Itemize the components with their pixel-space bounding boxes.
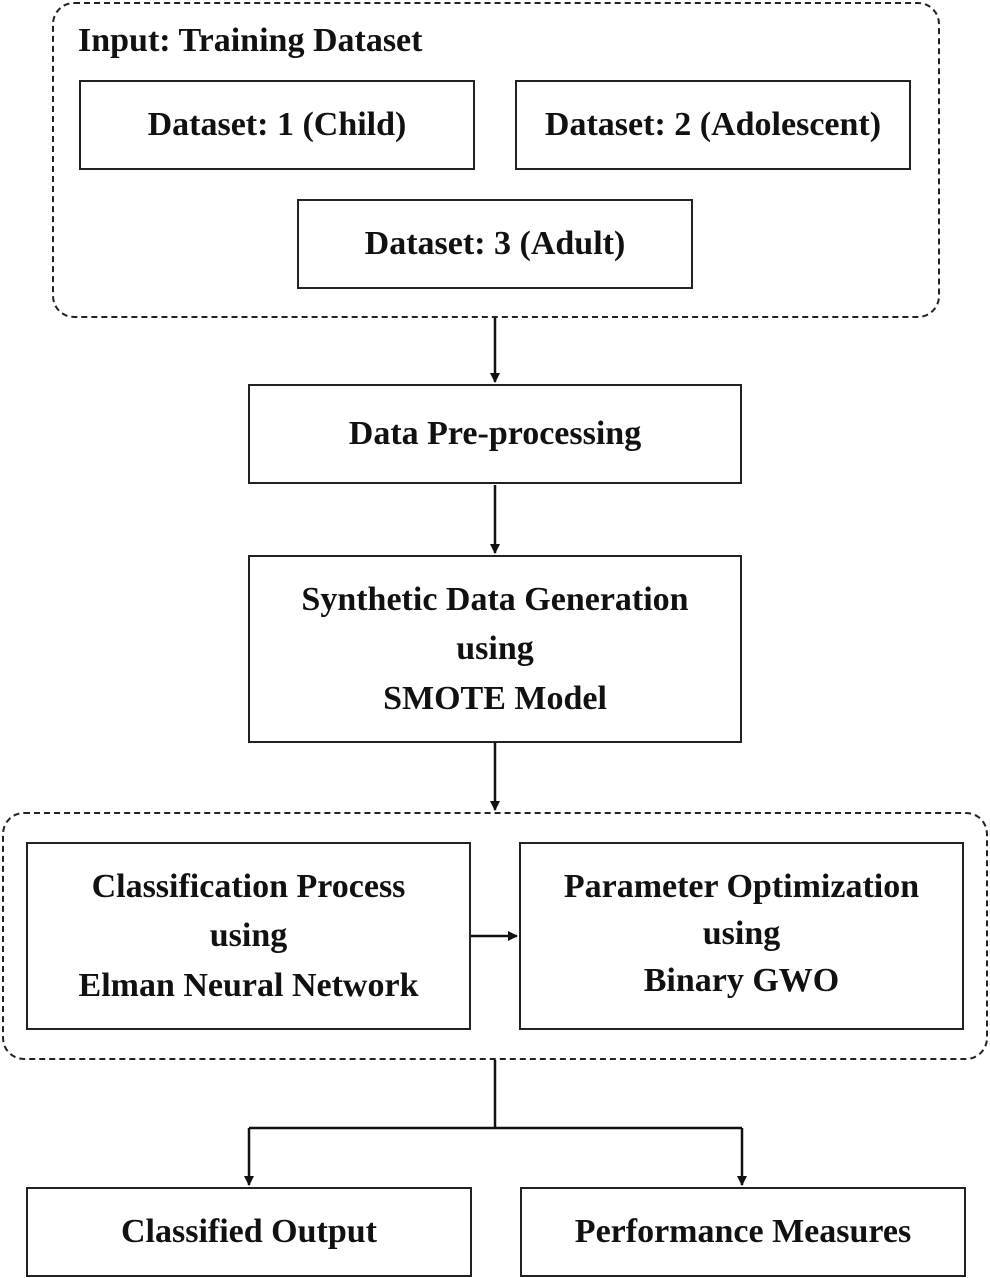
dataset-adult-label: Dataset: 3 (Adult) [364, 225, 626, 263]
dataset-adolescent-label: Dataset: 2 (Adolescent) [544, 106, 882, 144]
classified-output-label: Classified Output [121, 1213, 377, 1251]
classified-output-box: Classified Output [26, 1187, 472, 1277]
model-group-frame [2, 812, 988, 1060]
classification-line-1: Classification Process [91, 868, 406, 906]
dataset-adolescent-box: Dataset: 2 (Adolescent) [515, 80, 911, 170]
synthetic-line-3: SMOTE Model [383, 679, 607, 717]
input-group-title: Input: Training Dataset [78, 22, 423, 59]
synthetic-line-2: using [456, 630, 534, 668]
dataset-child-box: Dataset: 1 (Child) [79, 80, 475, 170]
classification-box: Classification Process using Elman Neura… [26, 842, 471, 1030]
dataset-child-label: Dataset: 1 (Child) [147, 106, 407, 144]
input-group-frame [52, 2, 940, 318]
classification-line-2: using [209, 917, 288, 955]
classification-line-3: Elman Neural Network [78, 966, 419, 1004]
optimization-box: Parameter Optimization using Binary GWO [519, 842, 964, 1030]
preprocessing-label: Data Pre-processing [348, 415, 642, 453]
optimization-line-2: using [702, 914, 781, 952]
optimization-line-1: Parameter Optimization [563, 868, 920, 905]
optimization-line-3: Binary GWO [643, 961, 840, 999]
performance-measures-box: Performance Measures [520, 1187, 966, 1277]
preprocessing-box: Data Pre-processing [248, 384, 742, 484]
synthetic-line-1: Synthetic Data Generation [301, 581, 689, 619]
performance-measures-label: Performance Measures [574, 1213, 912, 1251]
dataset-adult-box: Dataset: 3 (Adult) [297, 199, 693, 289]
synthetic-generation-box: Synthetic Data Generation using SMOTE Mo… [248, 555, 742, 743]
